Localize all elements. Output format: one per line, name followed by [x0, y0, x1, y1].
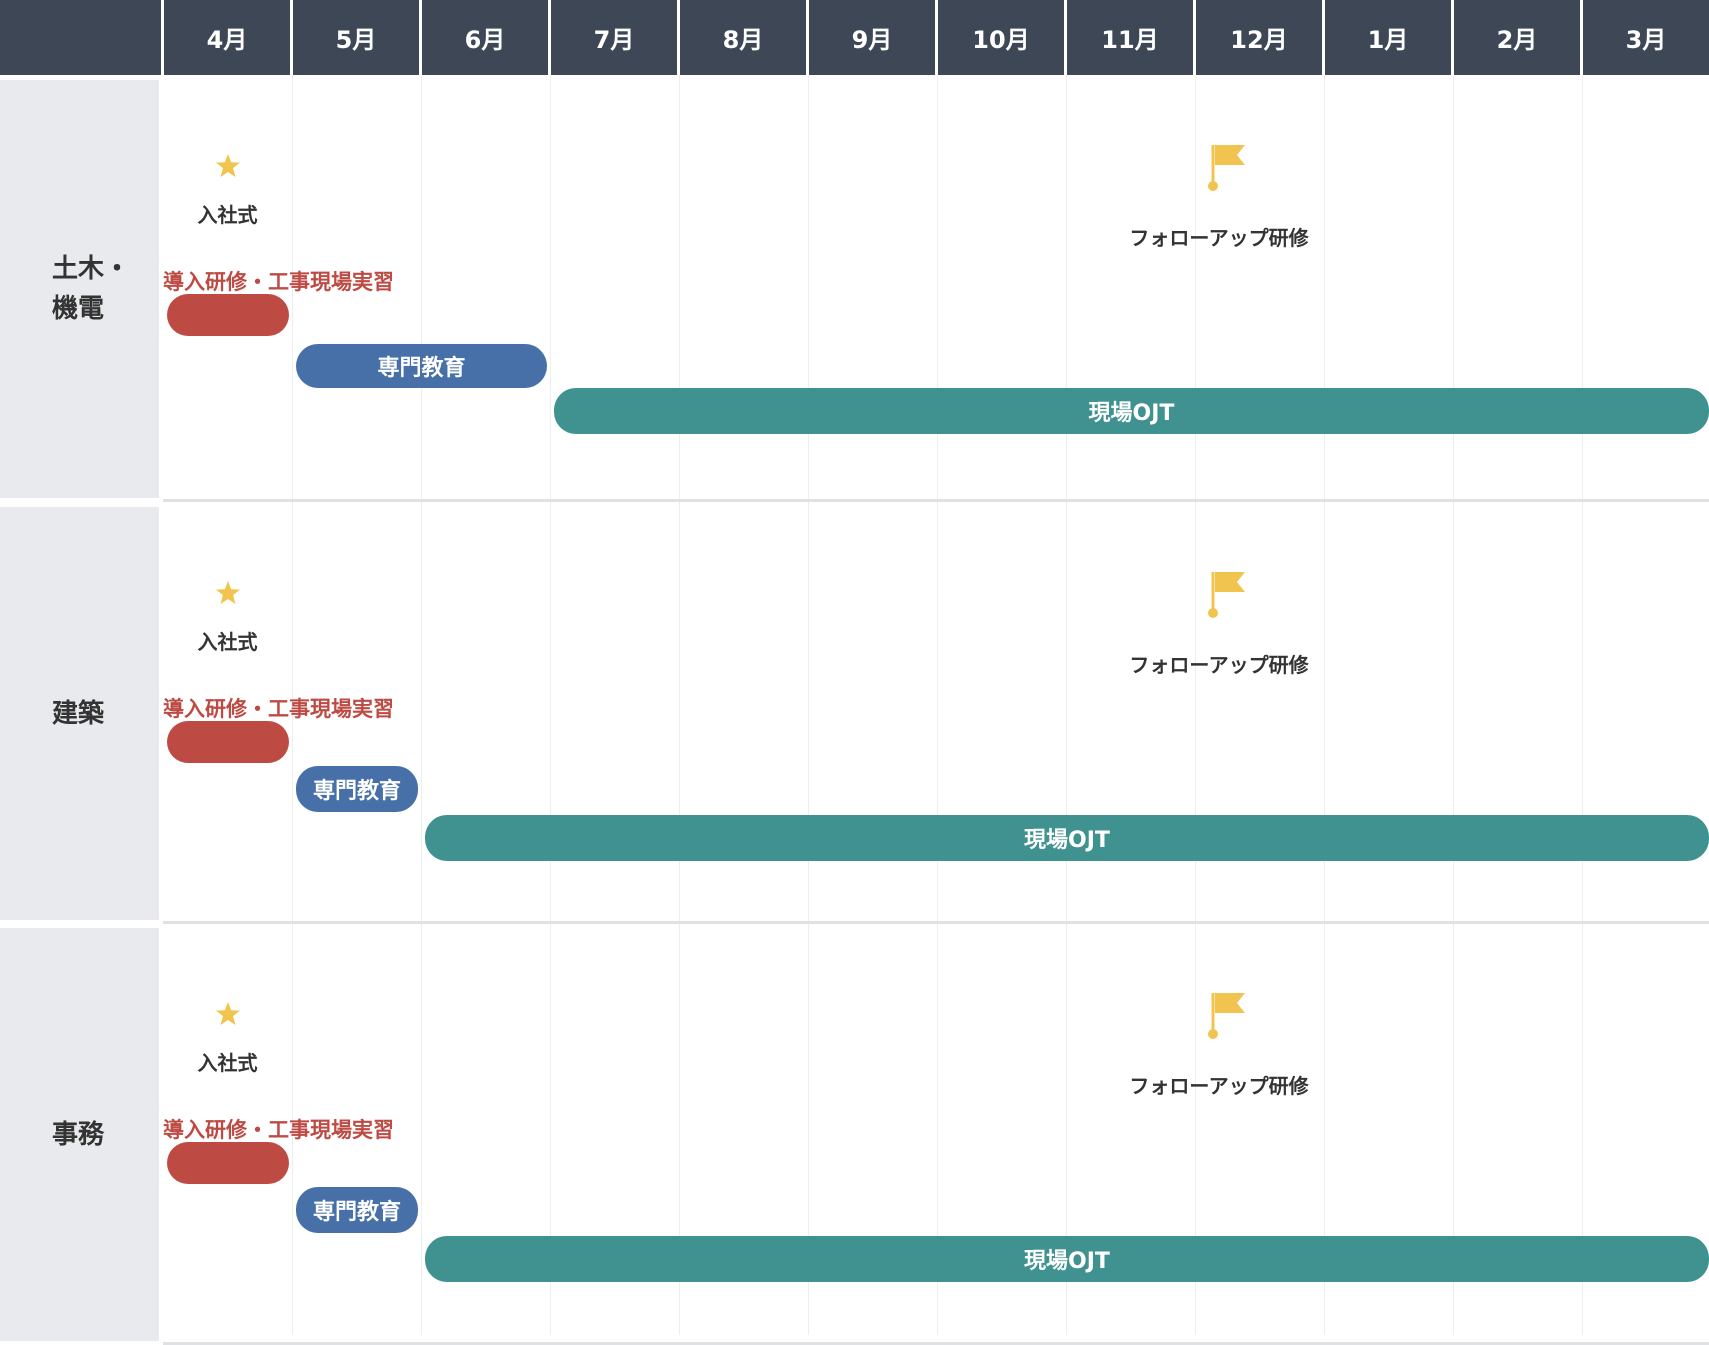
grid-line	[1066, 75, 1067, 1335]
month-header-6: 9月	[809, 0, 935, 75]
ojt-bar: 現場OJT	[425, 1236, 1709, 1282]
grid-line	[1582, 75, 1583, 1335]
intro-bar	[167, 721, 289, 763]
flag-icon	[1207, 570, 1247, 620]
specialized-bar: 専門教育	[296, 1187, 418, 1233]
specialized-bar: 専門教育	[296, 766, 418, 812]
header-corner	[0, 0, 161, 75]
star-icon	[215, 153, 241, 179]
grid-line	[1453, 75, 1454, 1335]
month-header-12: 3月	[1583, 0, 1709, 75]
intro-label: 導入研修・工事現場実習	[163, 697, 394, 721]
row-label: 建築	[0, 507, 159, 920]
row-separator	[163, 499, 1709, 502]
row-label: 事務	[0, 928, 159, 1341]
intro-label: 導入研修・工事現場実習	[163, 270, 394, 294]
ceremony-label: 入社式	[197, 1051, 258, 1075]
month-header-11: 2月	[1454, 0, 1580, 75]
followup-label: フォローアップ研修	[1129, 226, 1309, 250]
month-header-2: 5月	[293, 0, 419, 75]
flag-icon	[1207, 991, 1247, 1041]
month-header-1: 4月	[164, 0, 290, 75]
ojt-bar: 現場OJT	[554, 388, 1709, 434]
star-icon	[215, 1001, 241, 1027]
star-icon	[215, 580, 241, 606]
month-header-4: 7月	[551, 0, 677, 75]
grid-line	[679, 75, 680, 1335]
flag-icon	[1207, 143, 1247, 193]
month-header-7: 10月	[938, 0, 1064, 75]
grid-line	[808, 75, 809, 1335]
ojt-bar: 現場OJT	[425, 815, 1709, 861]
grid-line	[1195, 75, 1196, 1335]
month-header-8: 11月	[1067, 0, 1193, 75]
month-header-10: 1月	[1325, 0, 1451, 75]
ceremony-label: 入社式	[197, 630, 258, 654]
followup-label: フォローアップ研修	[1129, 653, 1309, 677]
grid-line	[1324, 75, 1325, 1335]
intro-bar	[167, 1142, 289, 1184]
grid-line	[292, 75, 293, 1335]
grid-line	[421, 75, 422, 1335]
intro-label: 導入研修・工事現場実習	[163, 1118, 394, 1142]
specialized-bar: 専門教育	[296, 344, 547, 388]
followup-label: フォローアップ研修	[1129, 1074, 1309, 1098]
row-separator	[163, 921, 1709, 924]
grid-line	[550, 75, 551, 1335]
intro-bar	[167, 294, 289, 336]
ceremony-label: 入社式	[197, 203, 258, 227]
grid-line	[937, 75, 938, 1335]
month-header-5: 8月	[680, 0, 806, 75]
row-label: 土木・ 機電	[0, 80, 159, 498]
month-header-3: 6月	[422, 0, 548, 75]
month-header-9: 12月	[1196, 0, 1322, 75]
